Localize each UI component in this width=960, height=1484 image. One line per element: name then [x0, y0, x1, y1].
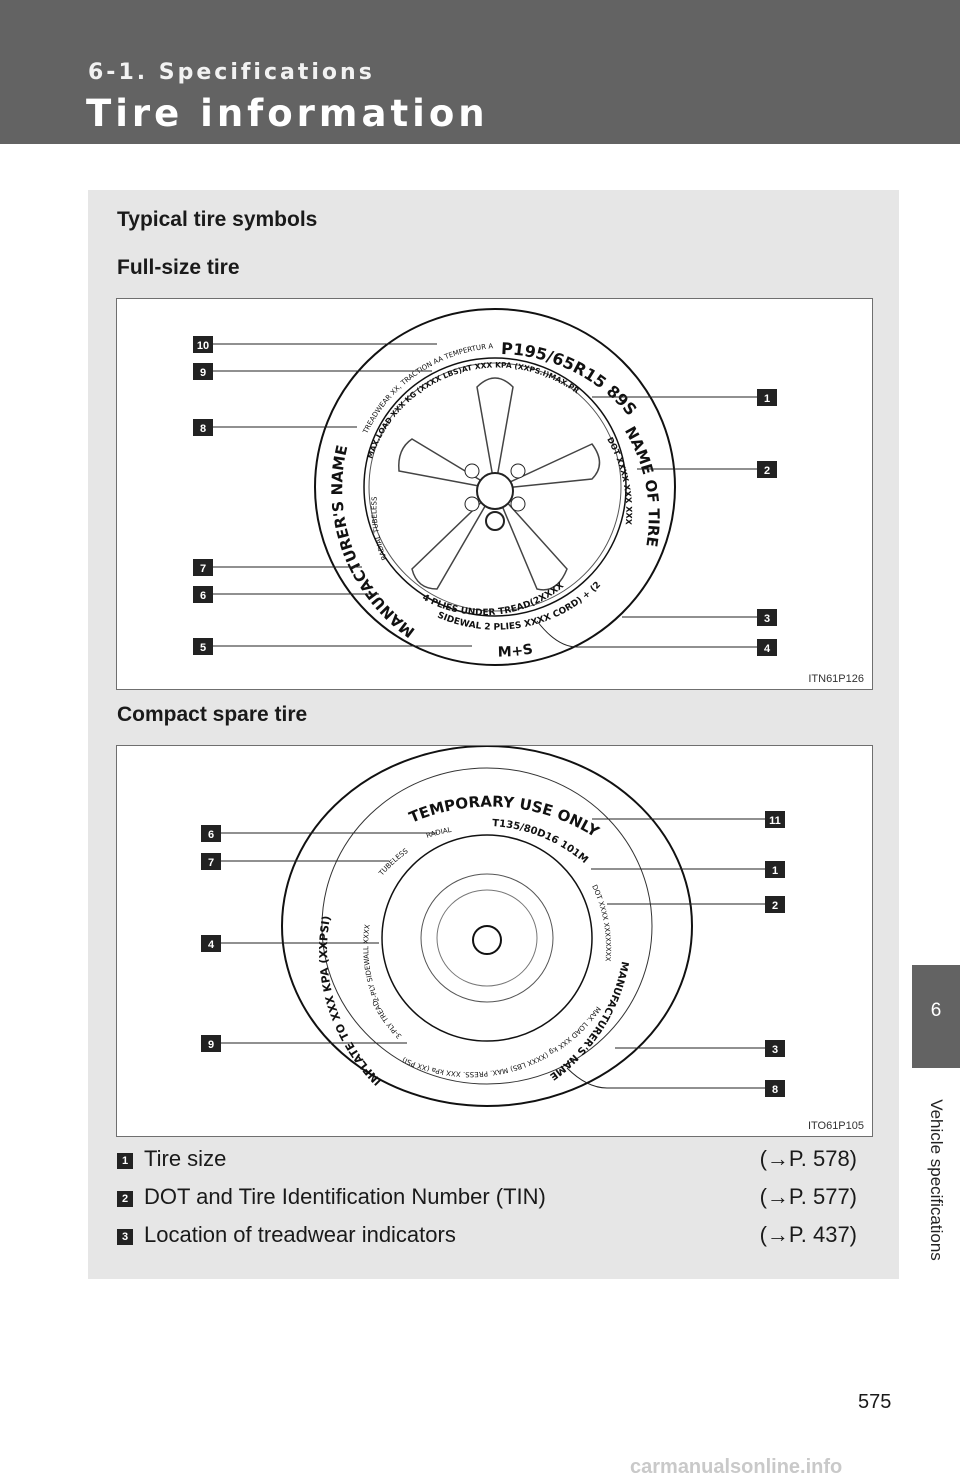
- legend-number-badge: 3: [117, 1229, 133, 1245]
- svg-text:8: 8: [772, 1084, 778, 1096]
- chapter-number: 6: [930, 1000, 942, 1021]
- legend-description: Tire size: [144, 1146, 227, 1171]
- page-header: 6-1. Specifications Tire information: [0, 0, 960, 144]
- svg-text:5: 5: [200, 642, 206, 654]
- svg-text:1: 1: [772, 865, 778, 877]
- legend-item: 2 DOT and Tire Identification Number (TI…: [117, 1184, 857, 1214]
- svg-text:4: 4: [764, 643, 771, 655]
- compact-spare-heading: Compact spare tire: [117, 703, 308, 726]
- legend-description: Location of treadwear indicators: [144, 1222, 456, 1247]
- ms-arc-text: M+S: [498, 641, 535, 660]
- compact-tire-drawing: TEMPORARY USE ONLY T135/80D16 101M RADIA…: [201, 746, 785, 1107]
- page-reference-link[interactable]: (→P. 578): [759, 1146, 857, 1171]
- page-reference-link[interactable]: (→P. 437): [759, 1222, 857, 1247]
- svg-text:2: 2: [764, 465, 770, 477]
- legend-item: 1 Tire size (→P. 578): [117, 1146, 857, 1176]
- legend-number-badge: 1: [117, 1153, 133, 1169]
- page-reference-link[interactable]: (→P. 577): [759, 1184, 857, 1209]
- full-size-tire-drawing: TREADWEAR XX, TRACTION AA TEMPERTUR A P1…: [117, 299, 777, 666]
- compact-spare-tire-figure: TEMPORARY USE ONLY T135/80D16 101M RADIA…: [116, 745, 873, 1137]
- svg-text:6: 6: [208, 829, 214, 841]
- svg-text:1: 1: [764, 393, 770, 405]
- chapter-label: Vehicle specifications: [927, 1099, 946, 1261]
- page-title: Tire information: [86, 92, 489, 135]
- figure-code: ITN61P126: [808, 673, 864, 685]
- svg-text:9: 9: [200, 367, 206, 379]
- svg-text:10: 10: [197, 340, 209, 352]
- legend-number-badge: 2: [117, 1191, 133, 1207]
- svg-text:3: 3: [772, 1044, 778, 1056]
- svg-text:8: 8: [200, 423, 206, 435]
- section-label: 6-1. Specifications: [88, 60, 375, 85]
- svg-text:11: 11: [769, 815, 781, 827]
- svg-text:3: 3: [764, 613, 770, 625]
- typical-symbols-heading: Typical tire symbols: [117, 208, 318, 231]
- svg-text:M+S: M+S: [498, 641, 535, 660]
- full-size-tire-figure: TREADWEAR XX, TRACTION AA TEMPERTUR A P1…: [116, 298, 873, 690]
- svg-text:4: 4: [208, 939, 215, 951]
- watermark: carmanualsonline.info: [630, 1456, 843, 1478]
- figure-code: ITO61P105: [807, 1120, 864, 1132]
- svg-text:6: 6: [200, 590, 206, 602]
- legend-item: 3 Location of treadwear indicators (→P. …: [117, 1222, 857, 1252]
- svg-text:7: 7: [200, 563, 206, 575]
- chapter-tab[interactable]: [912, 965, 960, 1068]
- legend-description: DOT and Tire Identification Number (TIN): [144, 1184, 546, 1209]
- page-number: 575: [858, 1391, 892, 1413]
- svg-text:7: 7: [208, 857, 214, 869]
- svg-text:9: 9: [208, 1039, 214, 1051]
- svg-text:2: 2: [772, 900, 778, 912]
- full-size-heading: Full-size tire: [117, 256, 240, 279]
